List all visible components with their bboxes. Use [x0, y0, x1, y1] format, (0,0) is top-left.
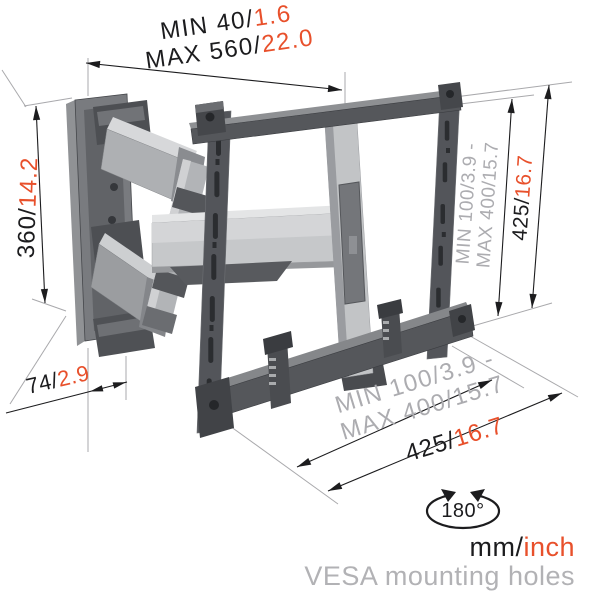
dimension-arrowheads — [33, 60, 562, 491]
plate-height-mm: 360/ — [12, 206, 42, 259]
ratchet-clips — [263, 299, 403, 409]
footer-legend: mm/inch VESA mounting holes — [304, 532, 575, 592]
units-label: mm/inch — [304, 532, 575, 562]
vesa-note: VESA mounting holes — [304, 561, 575, 592]
dimension-lines — [5, 62, 563, 492]
swivel-angle-value: 180° — [441, 500, 485, 522]
units-mm: mm/ — [469, 532, 524, 562]
tv-frame-bars — [189, 82, 475, 438]
units-inch: inch — [523, 532, 575, 562]
wall-plate-height-label: 360/14.2 — [13, 132, 45, 283]
center-column — [323, 105, 387, 391]
swivel-angle-label: 180° — [428, 500, 498, 522]
swivel-icon — [425, 489, 501, 530]
bracket-height-inch: 16.7 — [511, 154, 538, 199]
support-beam — [151, 205, 346, 285]
bracket-height-mm: 425/ — [508, 196, 535, 242]
plate-height-inch: 14.2 — [14, 156, 44, 208]
